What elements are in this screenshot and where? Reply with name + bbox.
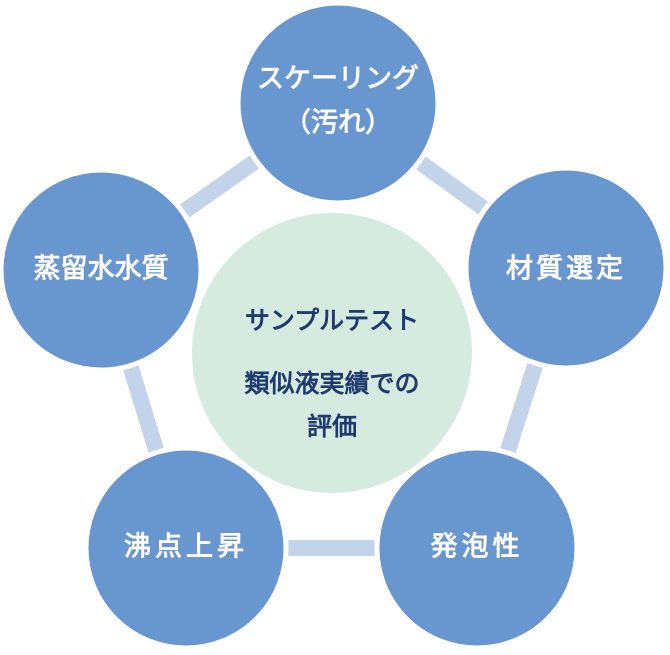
node-material-label: 材質選定 <box>506 253 626 285</box>
center-label-line1: サンプルテスト <box>245 306 419 335</box>
node-scaling-label-line1: スケーリング <box>257 63 419 95</box>
node-boiling-label: 沸点上昇 <box>124 532 248 563</box>
node-distilled-water-label: 蒸留水水質 <box>34 254 169 285</box>
node-scaling-label-line2: （汚れ） <box>284 108 392 139</box>
node-scaling: スケーリング （汚れ） <box>235 0 441 206</box>
node-foaming: 発泡性 <box>374 445 580 651</box>
node-foaming-circle <box>374 445 580 651</box>
center-label-line2: 類似液実績での <box>244 369 419 398</box>
node-material: 材質選定 <box>463 165 669 371</box>
center-circle <box>192 213 472 493</box>
node-foaming-label: 発泡性 <box>430 531 524 563</box>
node-material-circle <box>463 165 669 371</box>
node-boiling-circle <box>83 445 289 651</box>
node-scaling-circle <box>235 0 441 206</box>
node-distilled-water: 蒸留水水質 <box>0 167 204 373</box>
center-node: サンプルテスト 類似液実績での 評価 <box>192 213 472 493</box>
node-boiling: 沸点上昇 <box>83 445 289 651</box>
center-label-line3: 評価 <box>307 412 357 441</box>
node-distilled-water-circle <box>0 167 204 373</box>
